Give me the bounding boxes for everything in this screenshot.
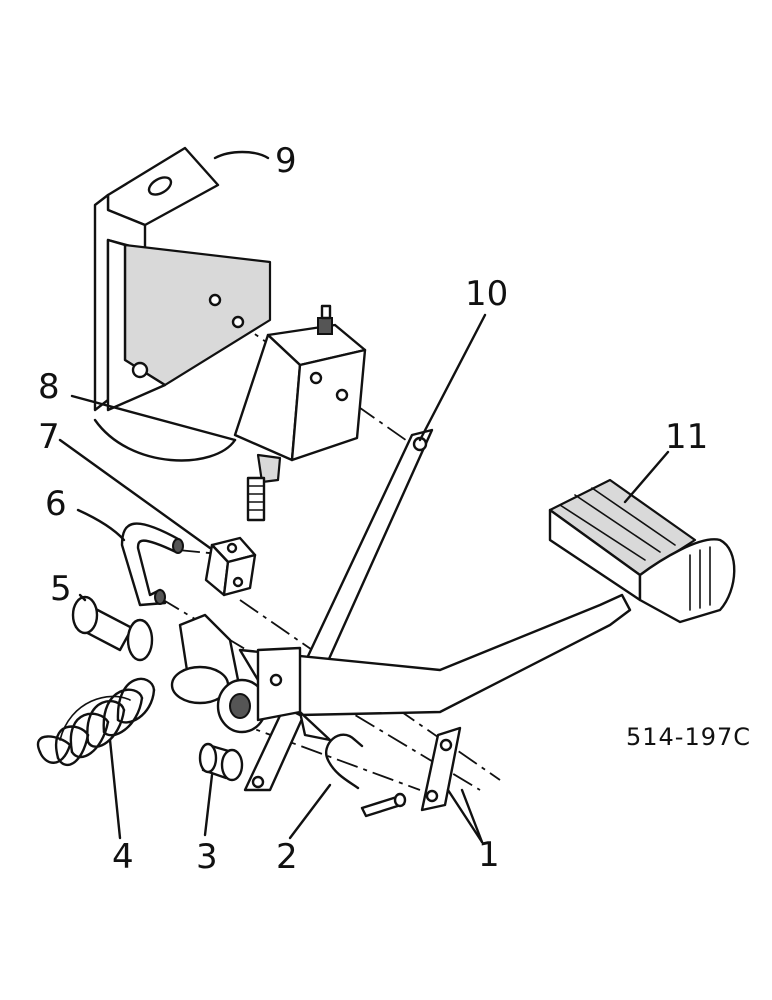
part-8-switch-box [93,304,367,522]
part-1-link-plate [420,726,462,812]
callout-labels: 9 10 11 8 7 6 5 4 3 2 1 [38,141,708,877]
part-7-clevis [204,536,257,597]
callout-10: 10 [465,274,508,314]
part-4-spring [36,677,156,767]
part-6-bent-pin [120,522,184,607]
callout-6: 6 [45,484,67,524]
part-11-pedal [238,478,736,717]
callout-11: 11 [665,417,708,457]
callout-5: 5 [50,569,72,609]
part-9-mounting-bracket [93,146,272,412]
callout-7: 7 [38,417,60,457]
part-5-bushing [71,595,154,662]
callout-1: 1 [478,835,500,875]
callout-8: 8 [38,367,60,407]
pedal-hub [170,613,332,742]
callout-3: 3 [196,837,218,877]
callout-2: 2 [276,837,298,877]
callout-9: 9 [275,141,297,181]
leader-lines [58,150,670,844]
cotter-pin [360,792,407,818]
part-2-circlip [325,733,364,790]
part-3-small-bushing [198,742,244,782]
callout-4: 4 [112,837,134,877]
reference-code: 514-197C [626,723,751,751]
